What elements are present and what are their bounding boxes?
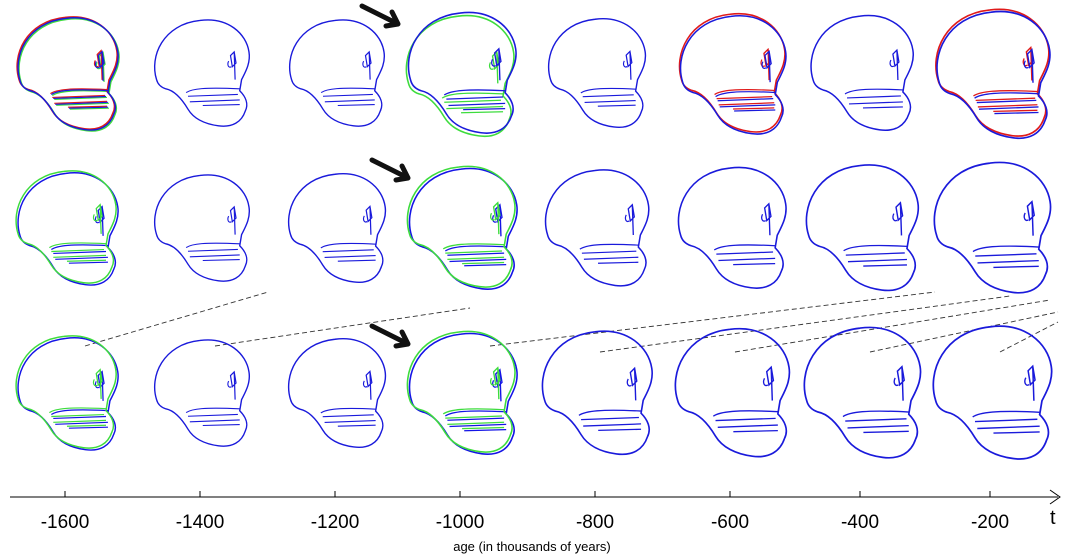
trajectory-connectors	[85, 292, 1058, 352]
skull-outline	[542, 331, 652, 454]
connector-line	[490, 292, 935, 346]
tick-label: -800	[576, 512, 614, 533]
skull-outline	[406, 12, 516, 136]
skull-outline	[546, 170, 649, 286]
skull-outline	[407, 166, 517, 289]
skull-outline	[549, 19, 646, 128]
tick-label: -1600	[41, 512, 90, 533]
skull-outline	[407, 331, 517, 454]
arrow-icon	[362, 6, 398, 26]
skull-outline	[289, 174, 386, 283]
skull-outline	[155, 20, 250, 126]
tick-label: -600	[711, 512, 749, 533]
arrow-icon	[372, 326, 408, 346]
skull-outline	[289, 339, 386, 448]
connector-line	[85, 292, 268, 346]
skull-outline	[155, 175, 250, 281]
skull-outline	[804, 327, 920, 457]
tick-label: -1000	[436, 512, 485, 533]
skull-outline	[16, 171, 118, 285]
skull-grid	[16, 9, 1052, 459]
tick-label: -200	[971, 512, 1009, 533]
time-axis: -1600 -1400 -1200 -1000 -800 -600 -400 -200 t a…	[10, 490, 1060, 554]
skull-outline	[936, 9, 1050, 138]
skull-outline	[17, 17, 119, 131]
axis-title: age (in thousands of years)	[453, 539, 611, 554]
skull-outline	[934, 162, 1050, 292]
skull-outline	[16, 336, 118, 450]
skull-outline	[811, 16, 913, 131]
tick-label: -1400	[176, 512, 225, 533]
row-2	[16, 162, 1050, 292]
row-1	[17, 9, 1050, 138]
skull-outline	[155, 340, 250, 446]
connector-line	[600, 296, 1010, 352]
skull-outline	[675, 329, 789, 457]
axis-end-label: t	[1050, 507, 1056, 529]
tick-label: -1200	[311, 512, 360, 533]
arrow-icon	[372, 160, 408, 180]
tick-label: -400	[841, 512, 879, 533]
skull-outline	[933, 326, 1051, 459]
skull-outline	[680, 14, 786, 134]
connector-line	[870, 312, 1058, 352]
skull-outline	[806, 165, 918, 291]
skull-outline	[678, 167, 786, 288]
skull-outline	[290, 20, 385, 126]
